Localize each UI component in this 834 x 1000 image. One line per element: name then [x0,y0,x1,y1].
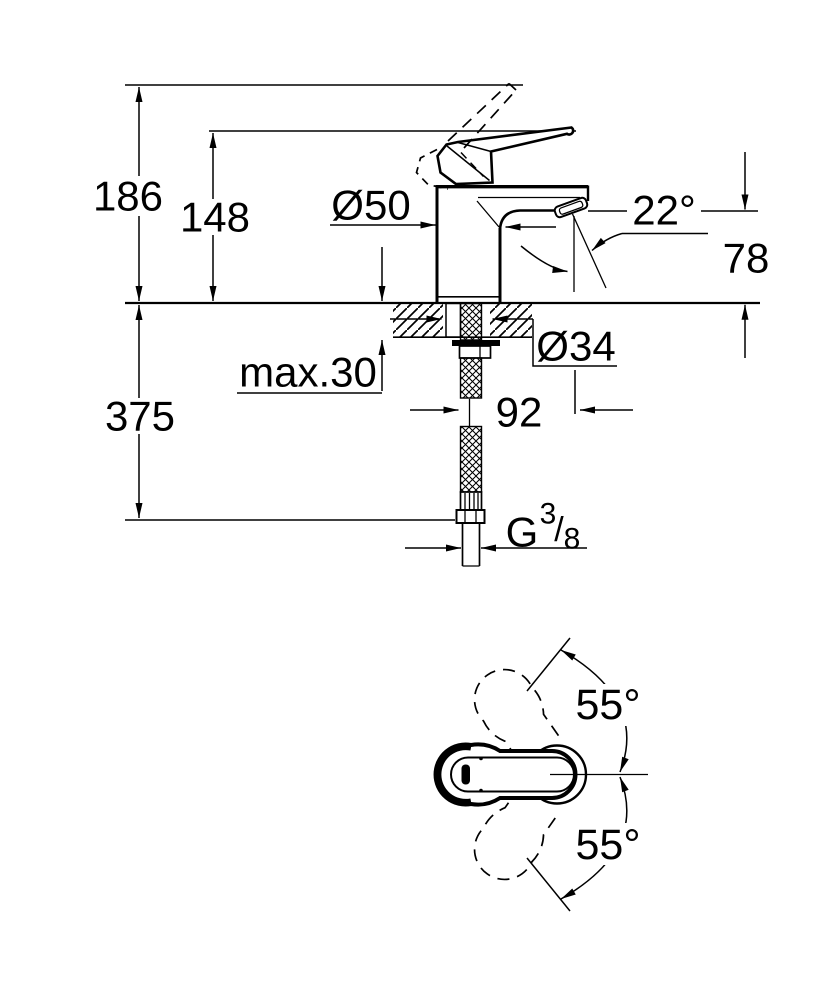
counter-hatch-left [393,304,443,337]
lever-outline [436,126,575,186]
hose-thread-tube [461,523,481,567]
hose-ferrule [459,491,483,511]
lever-dot-top [479,756,483,761]
aerator [553,196,589,219]
raised-lever-bottom [463,89,517,149]
dimension-thread-size: G 3 / 8 [405,498,587,556]
dimension-label-55deg-down: 55° [575,821,640,869]
lever-position-down-dashed [473,668,560,764]
thread-label-slash: / [554,511,564,549]
dimension-body-diameter: Ø50 [330,182,556,231]
counter-hatch-right [490,304,532,337]
dimension-label-22deg: 22° [632,187,696,234]
label-mask-bottom [574,823,642,865]
raised-knob-outline [415,148,449,190]
dimension-label-375: 375 [105,393,175,440]
dimension-spray-angle: 22° [520,187,758,292]
hose-braid-mid [459,357,483,399]
raised-knob-edge [460,151,485,178]
mounting-stud [445,302,462,338]
dimension-hole-diameter: Ø34 [390,315,617,370]
dimension-label-92: 92 [496,389,543,436]
swivel-up-extension-line [526,637,571,692]
lever-position-up-dashed [473,785,560,881]
dimension-swivel-angles: 55° 55° [526,637,642,912]
hose-braid-upper [459,302,483,341]
side-view: 186 148 375 78 Ø50 [93,82,770,567]
lever-end-slot [461,764,470,785]
lever-handle [436,126,575,186]
raised-lever-top [447,82,510,142]
mounting-washer [452,340,500,346]
dimension-outlet-height: 78 [723,152,770,358]
dimension-label-55deg-up: 55° [575,681,640,729]
lever-grip-cap [435,743,472,806]
faucet-body [435,184,590,302]
dimension-label-148: 148 [180,194,250,241]
label-mask-top [574,684,642,726]
spray-direction-line [571,213,607,289]
lever-arm-line [457,141,492,153]
dimension-label-186: 186 [93,173,163,220]
dimension-total-height: 186 [93,87,163,301]
dimension-deck-thickness: max.30 [237,247,386,396]
dimension-spout-reach: 92 [410,370,633,436]
thread-label-denominator: 8 [564,523,581,556]
spout-underside [498,209,557,230]
swivel-down-extension-line [526,857,571,912]
dimension-label-78: 78 [723,235,770,282]
dimension-label-max30: max.30 [239,349,377,396]
top-view: 55° 55° [433,637,648,912]
thread-label-numerator: 3 [540,498,557,531]
raised-lever-tip [508,82,517,91]
dimension-label-d50: Ø50 [331,182,410,229]
mounting-nut [458,345,492,359]
lever-dot-bottom [479,788,483,793]
supply-hose [445,302,500,567]
dimension-hose-length: 375 [105,305,175,518]
dimension-handle-height: 148 [180,133,250,301]
waterway-inner-line [476,200,500,228]
spray-angle-arc [520,245,568,273]
hose-braid-lower [459,425,483,493]
dimension-label-d34: Ø34 [536,323,615,370]
hose-hex-nut [455,509,486,524]
lever-raised-dashed [415,82,517,190]
thread-label-g: G [506,509,539,556]
